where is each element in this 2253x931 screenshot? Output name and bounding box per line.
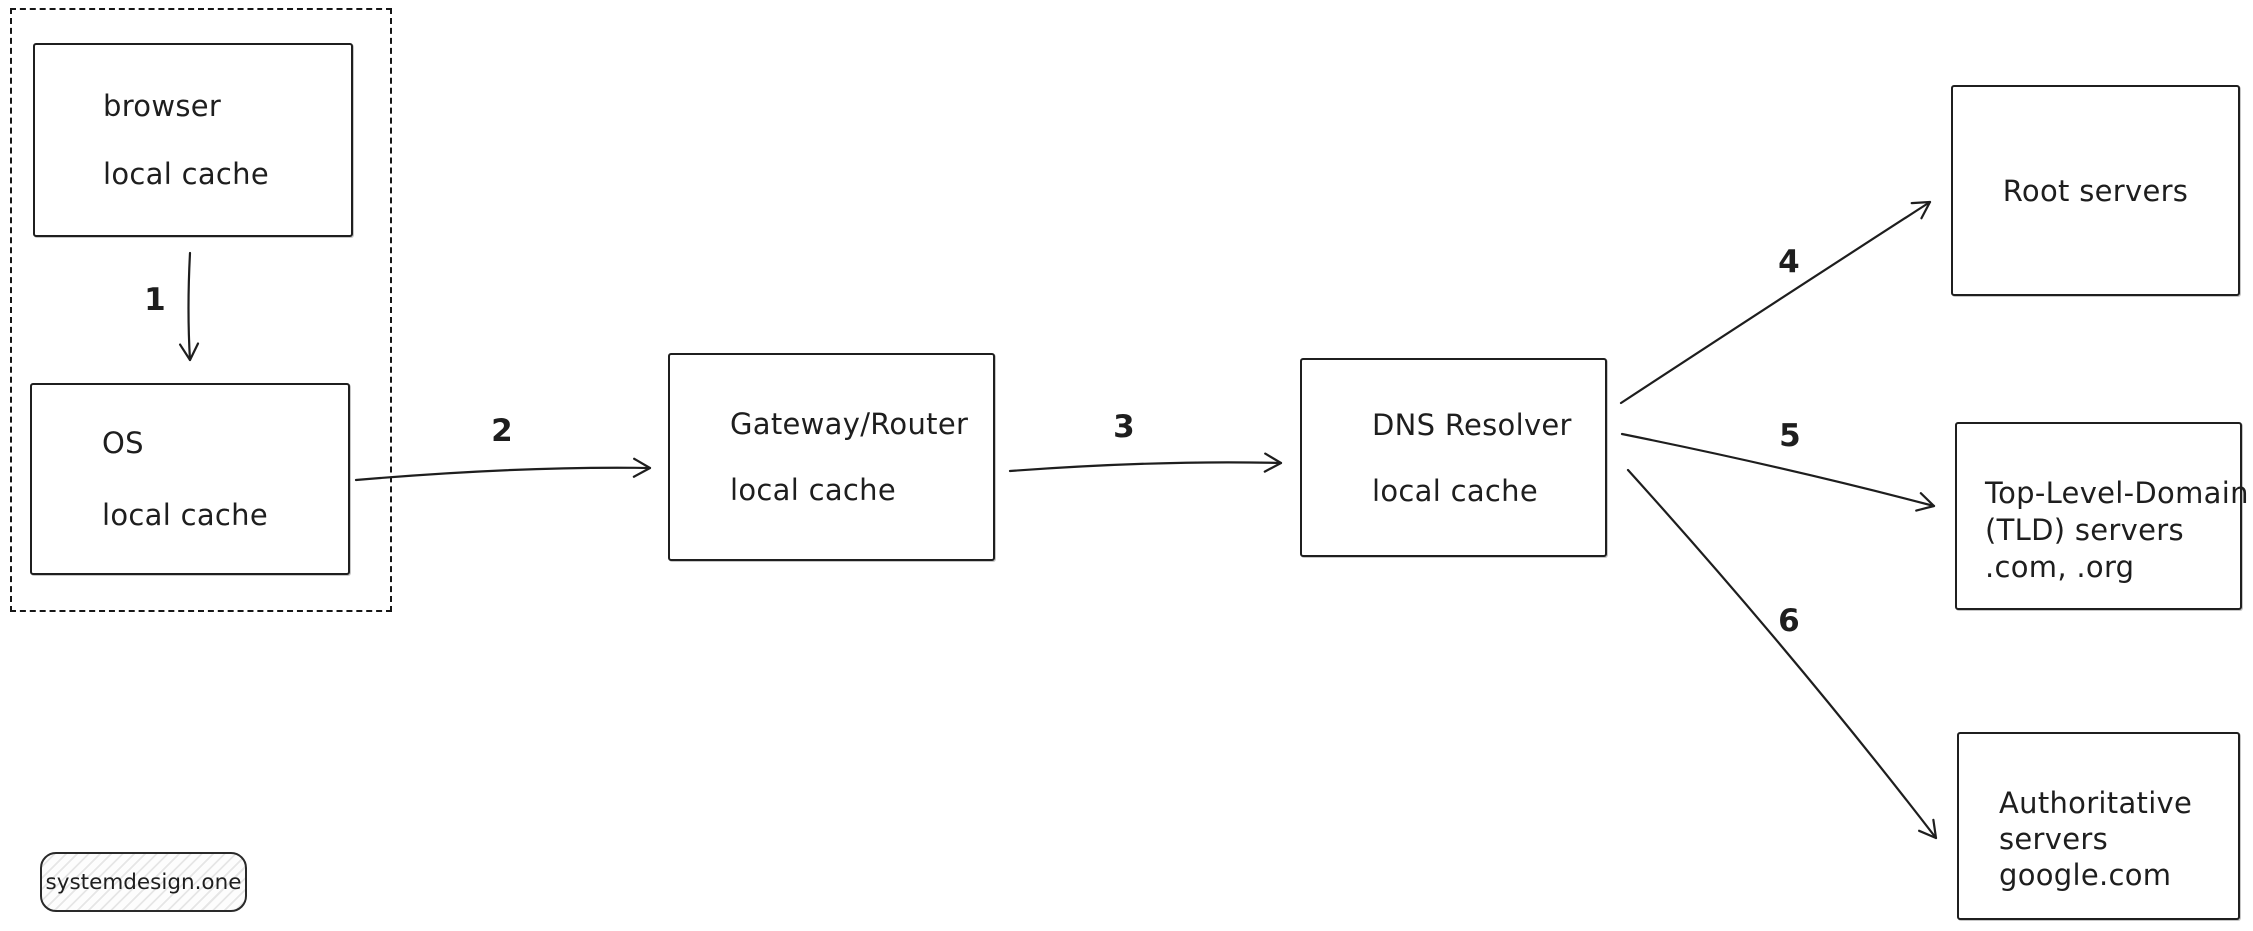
gateway-router-node: Gateway/Router local cache: [668, 353, 995, 561]
watermark-badge: systemdesign.one: [40, 852, 247, 912]
node-label-line: DNS Resolver: [1372, 407, 1572, 442]
node-label-line: OS: [102, 426, 144, 460]
node-label-line: Top-Level-Domain: [1985, 475, 2249, 510]
node-label-line: Root servers: [2002, 173, 2189, 208]
node-label-line: local cache: [730, 473, 896, 507]
arrow-5: [1620, 432, 1936, 512]
local-machine-group-boundary: [10, 8, 392, 612]
arrow-4: [1619, 200, 1932, 405]
arrow-step-label-6: 6: [1778, 603, 1800, 639]
browser-cache-node: browser local cache: [33, 43, 353, 237]
arrow-3: [1008, 452, 1283, 473]
arrow-6: [1626, 468, 1938, 840]
node-label-line: servers: [1999, 821, 2109, 856]
arrow-step-label-5: 5: [1779, 418, 1801, 454]
node-label-line: local cache: [102, 498, 268, 532]
node-label-line: local cache: [1372, 473, 1538, 508]
arrow-step-label-1: 1: [144, 282, 166, 318]
arrow-step-label-2: 2: [491, 413, 513, 449]
authoritative-servers-node: Authoritative servers google.com: [1957, 732, 2240, 920]
node-label-line: Authoritative: [1999, 785, 2193, 820]
dns-resolver-node: DNS Resolver local cache: [1300, 358, 1607, 557]
arrow-step-label-3: 3: [1113, 409, 1135, 445]
os-cache-node: OS local cache: [30, 383, 350, 575]
node-label-line: local cache: [103, 157, 269, 191]
root-servers-node: Root servers: [1951, 85, 2240, 296]
arrow-step-label-4: 4: [1778, 244, 1800, 280]
node-label-line: (TLD) servers: [1985, 512, 2184, 547]
arrow-2: [354, 457, 652, 482]
tld-servers-node: Top-Level-Domain (TLD) servers .com, .or…: [1955, 422, 2249, 610]
watermark-label: systemdesign.one: [45, 869, 242, 895]
node-label-line: Gateway/Router: [730, 407, 969, 441]
node-label-line: google.com: [1999, 857, 2172, 892]
node-label-line: browser: [103, 89, 222, 123]
node-label-line: .com, .org: [1985, 549, 2135, 584]
